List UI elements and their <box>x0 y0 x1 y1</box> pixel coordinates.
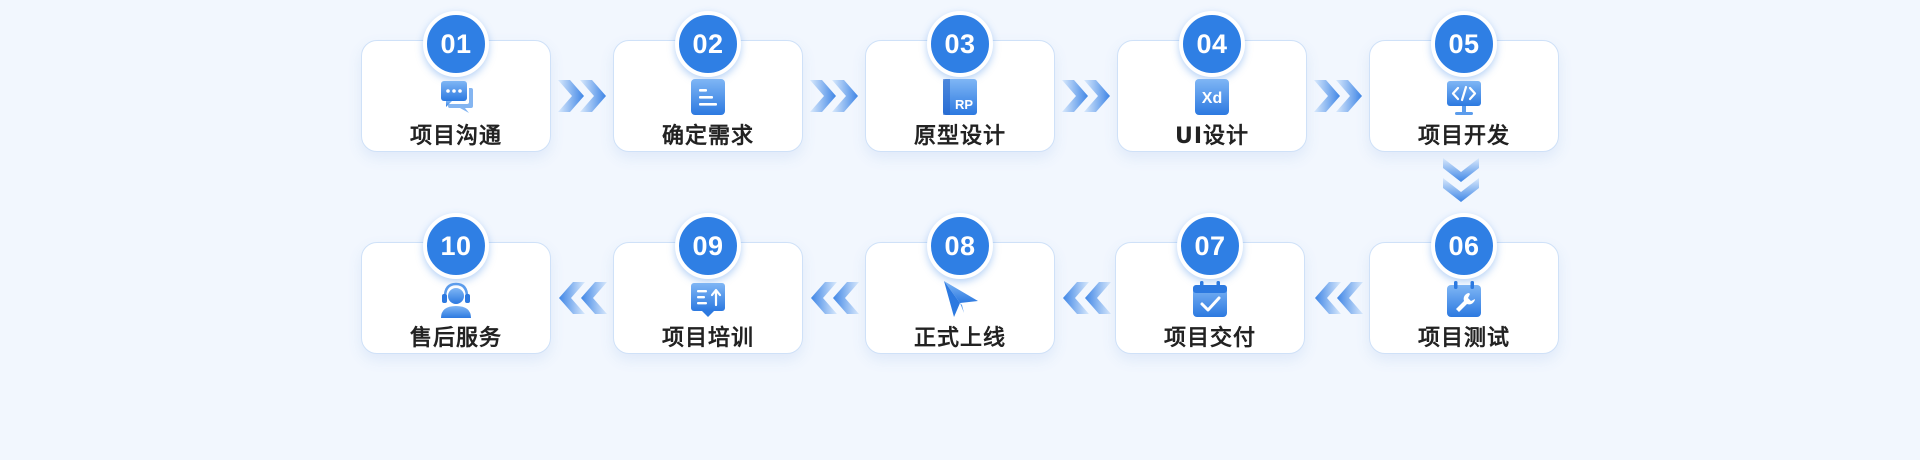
step-03-card: 03 RP 原型设计 <box>865 11 1055 152</box>
step-04-card: 04 Xd UI设计 <box>1117 11 1307 152</box>
wrench-icon <box>1444 279 1484 319</box>
arrow-left-icon <box>555 280 609 316</box>
step-number-badge: 10 <box>423 213 489 279</box>
step-02-card: 02 确定需求 <box>613 11 803 152</box>
xd-text: Xd <box>1202 90 1222 107</box>
step-label: 正式上线 <box>913 326 1006 351</box>
step-number-badge: 08 <box>927 213 993 279</box>
step-label: 原型设计 <box>913 124 1006 149</box>
customer-service-icon <box>436 279 476 319</box>
step-number-badge: 04 <box>1179 11 1245 77</box>
step-number-badge: 09 <box>675 213 741 279</box>
arrow-left-icon <box>1311 280 1365 316</box>
code-monitor-icon <box>1444 77 1484 117</box>
arrow-right-icon <box>556 78 610 114</box>
step-label: 售后服务 <box>409 326 502 351</box>
arrow-right-icon <box>1060 78 1114 114</box>
document-icon <box>688 77 728 117</box>
step-01-card: 01 项目沟通 <box>361 11 551 152</box>
step-05-card: 05 项目开发 <box>1369 11 1559 152</box>
step-label: 项目开发 <box>1417 124 1510 149</box>
arrow-left-icon <box>807 280 861 316</box>
step-10-card: 10 售后服务 <box>361 213 551 354</box>
step-number-badge: 06 <box>1431 213 1497 279</box>
arrow-right-icon <box>1312 78 1366 114</box>
axure-rp-icon: RP <box>940 77 980 117</box>
step-number-badge: 01 <box>423 11 489 77</box>
arrow-down-icon <box>1441 156 1481 210</box>
calendar-check-icon <box>1190 279 1230 319</box>
step-06-card: 06 项目测试 <box>1369 213 1559 354</box>
step-09-card: 09 项目培训 <box>613 213 803 354</box>
chat-bubbles-icon <box>436 77 476 117</box>
step-label: 确定需求 <box>661 124 754 149</box>
arrow-right-icon <box>808 78 862 114</box>
step-label: 项目培训 <box>661 326 754 351</box>
arrow-left-icon <box>1059 280 1113 316</box>
step-number-badge: 05 <box>1431 11 1497 77</box>
training-board-icon <box>688 279 728 319</box>
step-08-card: 08 正式上线 <box>865 213 1055 354</box>
step-label: 项目测试 <box>1417 326 1510 351</box>
paper-plane-icon <box>940 279 980 319</box>
rp-text: RP <box>955 97 973 112</box>
step-label: 项目沟通 <box>409 124 502 149</box>
step-label: UI设计 <box>1174 124 1250 149</box>
adobe-xd-icon: Xd <box>1192 77 1232 117</box>
step-number-badge: 07 <box>1177 213 1243 279</box>
step-label: 项目交付 <box>1163 326 1256 351</box>
step-07-card: 07 项目交付 <box>1115 213 1305 354</box>
step-number-badge: 03 <box>927 11 993 77</box>
step-number-badge: 02 <box>675 11 741 77</box>
